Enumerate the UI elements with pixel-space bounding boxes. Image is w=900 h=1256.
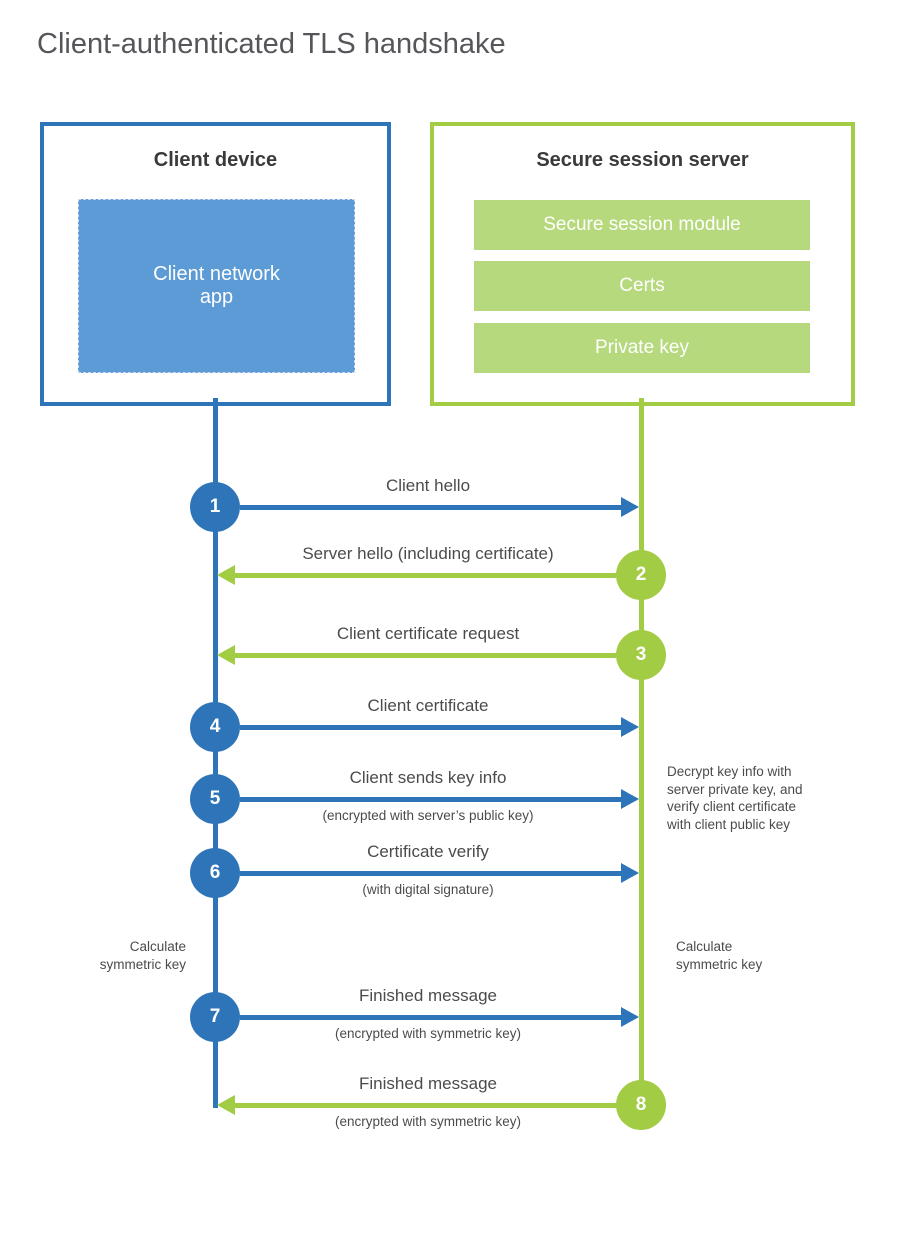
step-number-badge: 2 [616,550,666,600]
client-calculate-symmetric-key-note: Calculate symmetric key [99,939,186,972]
client-network-app-box: Client network app [78,199,355,373]
message-label: Finished message [359,986,497,1005]
server-module-secure-session: Secure session module [474,200,810,250]
message-sublabel: (encrypted with server’s public key) [322,808,534,823]
server-lifeline [639,398,644,1105]
step-number-badge: 6 [190,848,240,898]
server-calculate-symmetric-key-note: Calculate symmetric key [676,939,763,972]
arrow-left-icon [217,565,235,585]
message-arrow-line [240,871,621,876]
message-arrow-line [235,573,616,578]
client-device-title: Client device [153,149,278,171]
message-sublabel: (encrypted with symmetric key) [334,1026,522,1041]
secure-session-server-title: Secure session server [536,149,749,171]
step-number-badge: 5 [190,774,240,824]
message-label: Server hello (including certificate) [302,544,554,563]
arrow-right-icon [621,863,639,883]
arrow-left-icon [217,645,235,665]
arrow-right-icon [621,497,639,517]
arrow-right-icon [621,717,639,737]
arrow-right-icon [621,789,639,809]
step-number-badge: 3 [616,630,666,680]
message-label: Client sends key info [349,768,507,787]
step-number-badge: 1 [190,482,240,532]
message-label: Certificate verify [367,842,489,861]
message-arrow-line [240,725,621,730]
message-sublabel: (encrypted with symmetric key) [334,1114,522,1129]
message-arrow-line [235,653,616,658]
step-number-badge: 7 [190,992,240,1042]
message-sublabel: (with digital signature) [362,882,494,897]
message-label: Client hello [385,476,471,495]
message-arrow-line [240,797,621,802]
step-number-badge: 8 [616,1080,666,1130]
page-title: Client-authenticated TLS handshake [37,28,506,60]
message-label: Client certificate request [336,624,520,643]
server-module-private-key: Private key [474,323,810,373]
server-decrypt-note: Decrypt key info with server private key… [667,764,803,832]
message-label: Finished message [359,1074,497,1093]
arrow-right-icon [621,1007,639,1027]
message-arrow-line [240,505,621,510]
message-arrow-line [235,1103,616,1108]
message-arrow-line [240,1015,621,1020]
arrow-left-icon [217,1095,235,1115]
client-lifeline [213,398,218,1108]
step-number-badge: 4 [190,702,240,752]
server-module-certs: Certs [474,261,810,311]
message-label: Client certificate [367,696,489,715]
